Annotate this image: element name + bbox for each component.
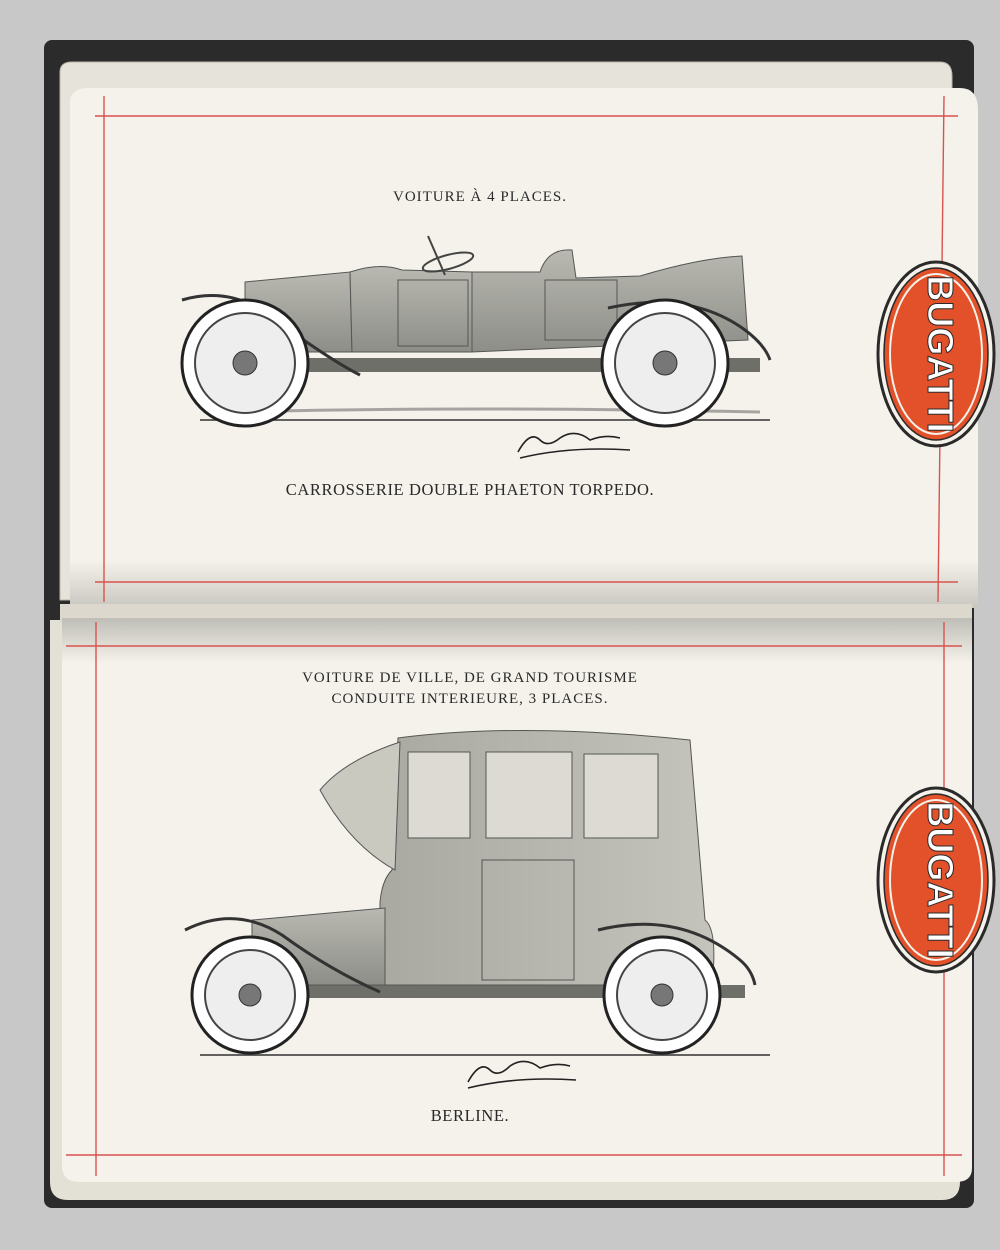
berline-car-illustration <box>184 729 770 1056</box>
bugatti-badge-top-text: BUGATTI <box>920 275 961 432</box>
bugatti-badge-bottom-text: BUGATTI <box>920 801 961 958</box>
bugatti-badge-bottom: BUGATTI <box>876 786 996 974</box>
bottom-page-heading-line2: CONDUITE INTERIEURE, 3 PLACES. <box>331 691 609 707</box>
top-page-fold-shadow <box>70 560 978 608</box>
top-page-caption: CARROSSERIE DOUBLE PHAETON TORPEDO. <box>285 480 655 499</box>
spine-fold <box>60 604 972 622</box>
bottom-page-heading: VOITURE DE VILLE, DE GRAND TOURISME COND… <box>240 668 700 710</box>
top-page-heading: VOITURE À 4 PLACES. <box>392 189 567 205</box>
bottom-page-caption: BERLINE. <box>430 1106 510 1125</box>
bugatti-badge-top: BUGATTI <box>876 260 996 448</box>
tourer-car-illustration <box>180 235 772 428</box>
berline-signature <box>467 1060 577 1089</box>
tourer-signature <box>517 432 631 459</box>
bottom-page-fold-shadow <box>62 618 972 663</box>
bottom-page-red-border <box>66 622 962 1176</box>
bottom-page-heading-line1: VOITURE DE VILLE, DE GRAND TOURISME <box>302 670 638 686</box>
